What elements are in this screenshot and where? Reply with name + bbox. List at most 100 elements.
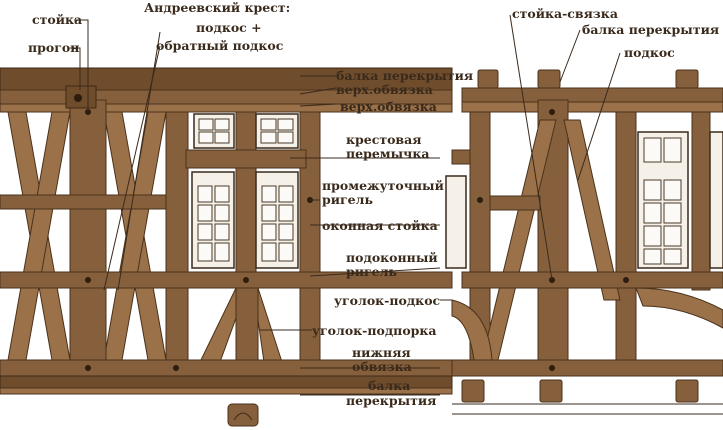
- post-peg: [74, 94, 82, 102]
- pane: [663, 179, 682, 201]
- leader-lines: [70, 14, 621, 396]
- label-andreevsky-title: Андреевский крест:: [144, 0, 290, 15]
- pane: [643, 202, 662, 224]
- label-verh-obvyazka-2: верх.обвязка: [340, 99, 437, 114]
- pane: [663, 225, 682, 247]
- window-post-b: [235, 111, 257, 291]
- pane: [278, 223, 294, 241]
- log-end: [227, 403, 259, 427]
- pane: [277, 118, 294, 131]
- label-obratny-podkos: обратный подкос: [156, 38, 284, 53]
- pane: [214, 185, 230, 203]
- pane: [278, 242, 294, 262]
- label-verh-obvyazka-1: верх.обвязка: [336, 82, 433, 97]
- windowsill-rail-right: [461, 271, 723, 289]
- peg: [623, 277, 629, 283]
- peg: [243, 277, 249, 283]
- beam-end-1: [477, 69, 499, 89]
- label-balka-perekrytiya-right: балка перекрытия: [582, 22, 719, 37]
- top-plate-right-2: [461, 101, 723, 113]
- bottom-beam-end-2: [539, 379, 563, 403]
- lower-top-plate-left: [0, 103, 453, 113]
- pane: [214, 131, 230, 144]
- label-progon: прогон: [28, 40, 79, 55]
- top-plate-right: [461, 87, 723, 103]
- corner-support-left: [199, 287, 237, 363]
- pane: [643, 137, 662, 163]
- corner-support-right: [257, 287, 283, 363]
- pane: [260, 118, 277, 131]
- window-right-2: [709, 131, 723, 269]
- leader: [299, 87, 337, 95]
- window-post-a: [165, 111, 189, 363]
- peg: [85, 365, 91, 371]
- label-okonnaya-stoyka: оконная стойка: [322, 218, 438, 233]
- label-podokonny-1: подоконный: [346, 250, 438, 265]
- cross-lintel: [185, 149, 307, 169]
- label-promezh-1: промежуточный: [322, 178, 444, 193]
- peg: [549, 365, 555, 371]
- brace-right-b: [563, 119, 621, 301]
- pane: [260, 131, 277, 144]
- leader: [559, 29, 581, 83]
- leader: [309, 267, 441, 277]
- pane: [278, 185, 294, 203]
- pane: [214, 118, 230, 131]
- label-nizhnyaya-2: обвязка: [352, 359, 412, 374]
- leader: [509, 14, 553, 281]
- peg: [173, 365, 179, 371]
- pane: [261, 242, 277, 262]
- pane: [214, 223, 230, 241]
- bottom-ceiling-edge-left: [0, 387, 453, 395]
- pane: [261, 204, 277, 222]
- pane: [197, 223, 213, 241]
- pane: [198, 118, 214, 131]
- leader: [299, 103, 337, 107]
- leader: [103, 45, 161, 291]
- label-podkos-right: подкос: [624, 45, 675, 60]
- pane: [663, 248, 682, 265]
- label-stoyka-svyazka: стойка-связка: [512, 6, 618, 21]
- pane: [643, 179, 662, 201]
- label-ugolok-podporka: уголок-подпорка: [312, 323, 437, 338]
- bottom-sill-right: [451, 359, 723, 377]
- pane: [197, 242, 213, 262]
- right-structure: [445, 69, 723, 415]
- leader: [70, 47, 81, 90]
- pane: [261, 185, 277, 203]
- pane: [198, 131, 214, 144]
- pane: [277, 131, 294, 144]
- label-ugolok-podkos: уголок-подкос: [334, 293, 441, 308]
- leader: [577, 52, 621, 181]
- beam-end-3: [675, 69, 699, 89]
- pane: [663, 137, 682, 163]
- label-balka-bottom-2: перекрытия: [346, 393, 436, 408]
- lower-post-center: [235, 287, 259, 363]
- label-krestovaya-2: перемычка: [346, 146, 429, 161]
- pane: [278, 204, 294, 222]
- pane: [197, 185, 213, 203]
- label-krestovaya-1: крестовая: [346, 132, 421, 147]
- label-stoyka: стойка: [32, 12, 82, 27]
- peg: [477, 197, 483, 203]
- intermediate-rail-right: [489, 195, 541, 211]
- label-balka-perekrytiya-top: балка перекрытия: [336, 68, 473, 83]
- pane: [214, 242, 230, 262]
- peg: [85, 277, 91, 283]
- corner-brace-curve-right: [635, 287, 723, 329]
- peg: [549, 109, 555, 115]
- pane: [197, 204, 213, 222]
- log-ring: [233, 412, 253, 421]
- windowsill-rail-left: [0, 271, 453, 289]
- bottom-beam-end-3: [675, 379, 699, 403]
- label-podkos-plus: подкос +: [196, 20, 262, 35]
- main-post-left: [69, 99, 107, 363]
- labels: стойка прогон Андреевский крест: подкос …: [28, 0, 719, 408]
- pane: [643, 248, 662, 265]
- pane: [643, 225, 662, 247]
- label-podokonny-2: ригель: [346, 264, 397, 279]
- label-nizhnyaya-1: нижняя: [352, 345, 411, 360]
- label-balka-bottom-1: балка: [368, 378, 410, 393]
- label-promezh-2: ригель: [322, 192, 373, 207]
